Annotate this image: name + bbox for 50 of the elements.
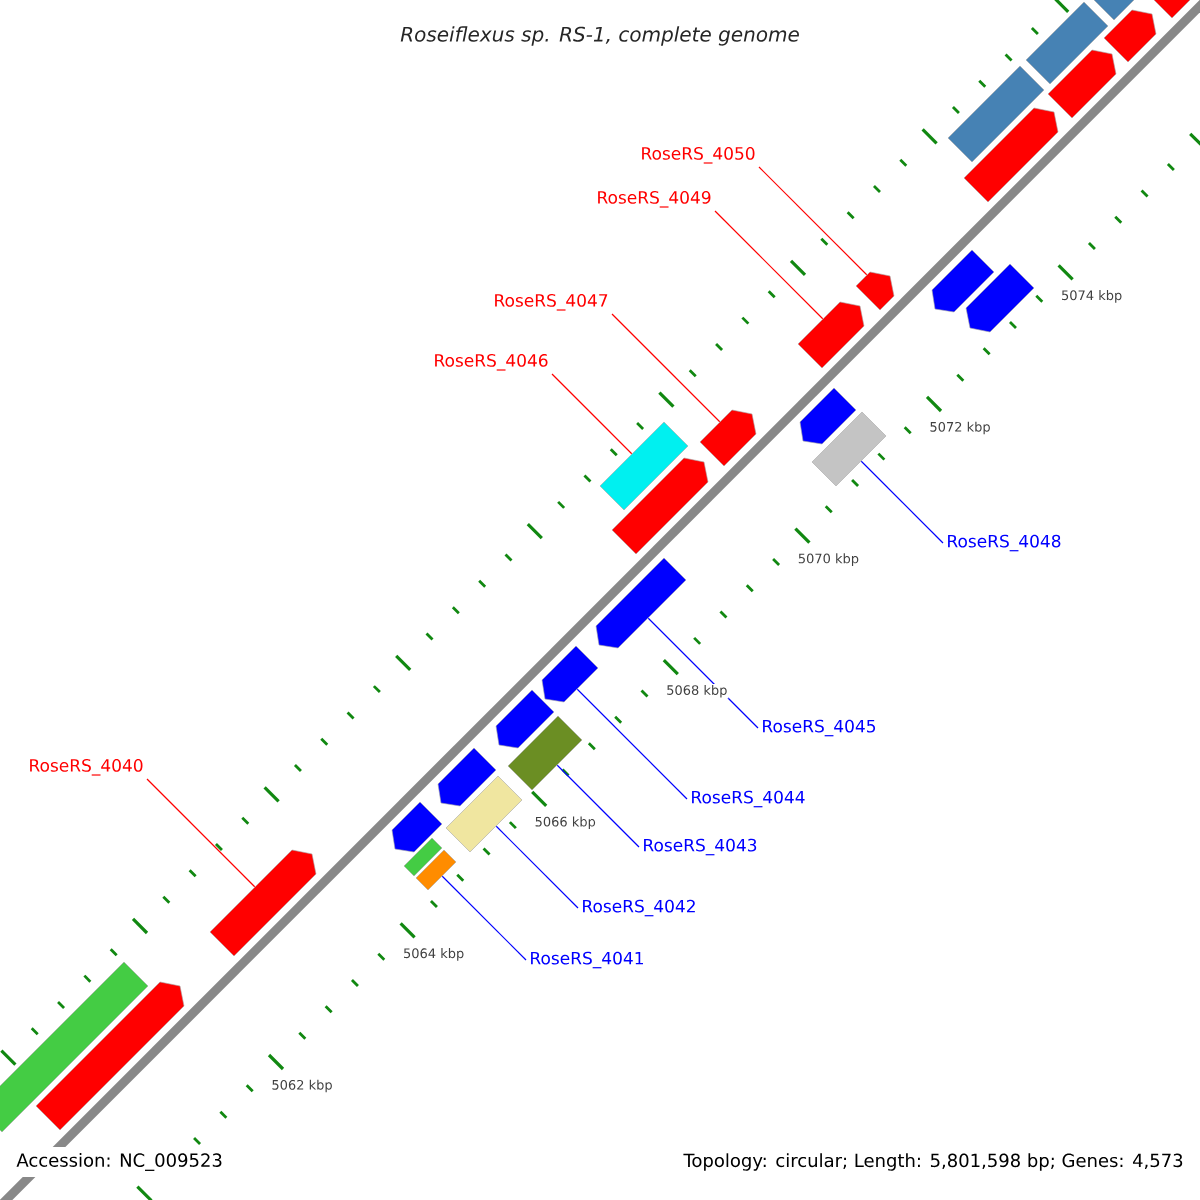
leader-line [647, 617, 759, 729]
gene-block [599, 421, 689, 511]
gene-label: RoseRS_4041 [531, 951, 643, 969]
leader-line [551, 373, 633, 455]
leader-line [146, 778, 256, 888]
gene-block [391, 801, 443, 853]
gene-label: RoseRS_4040 [30, 759, 143, 776]
gene-block [855, 271, 895, 311]
gene-block [495, 689, 555, 749]
gene-block [403, 837, 443, 877]
gene-label: RoseRS_4042 [583, 899, 695, 917]
gene-label: RoseRS_4050 [642, 146, 755, 164]
gene-label: RoseRS_4045 [763, 719, 876, 737]
gene-block [507, 715, 583, 791]
gene-block [797, 301, 865, 369]
gene-block [699, 409, 757, 467]
footer-text: Topology: circular; Length: 5,801,598 bp; Genes: 4,573 [677, 1147, 1190, 1177]
gene-block [415, 849, 457, 891]
gene-label: RoseRS_4049 [598, 190, 711, 208]
leader-line [758, 166, 868, 276]
gene-label: RoseRS_4043 [644, 838, 757, 856]
gene-block [595, 557, 687, 649]
gene-block [931, 249, 995, 313]
gene-block [445, 775, 523, 853]
gene-block [963, 107, 1059, 203]
gene-block [611, 457, 709, 555]
gene-block [0, 961, 149, 1133]
gene-label: RoseRS_4044 [692, 790, 805, 808]
gene-block [965, 263, 1035, 333]
leader-line [556, 764, 640, 848]
leader-line [495, 825, 579, 909]
gene-block [1047, 49, 1117, 119]
gene-block [799, 387, 857, 445]
leader-line [611, 313, 721, 423]
gene-label: RoseRS_4047 [495, 293, 608, 311]
gene-block [35, 981, 185, 1131]
gene-block [437, 747, 497, 807]
footer-text: Accession: NC_009523 [10, 1147, 229, 1177]
leader-line [714, 210, 824, 320]
gene-block [1025, 1, 1109, 85]
gene-block [209, 849, 317, 957]
gene-block [811, 411, 887, 487]
leader-line [576, 688, 688, 800]
leader-line [441, 875, 527, 961]
gene-block [947, 65, 1045, 163]
gene-label: RoseRS_4048 [948, 534, 1061, 552]
gene-label: RoseRS_4046 [435, 353, 548, 371]
gene-block [1103, 9, 1157, 63]
gene-block [541, 645, 599, 703]
title: Roseiflexus sp. RS-1, complete genome [400, 26, 799, 46]
